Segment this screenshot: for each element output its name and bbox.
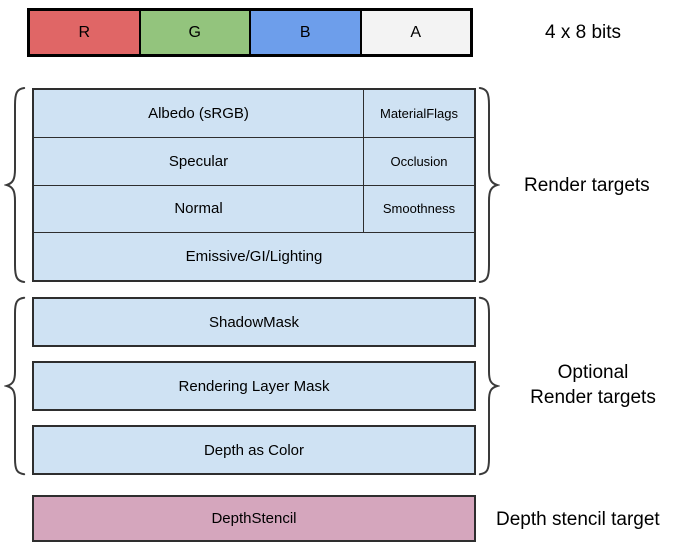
rgba-channel-bar: R G B A: [27, 8, 473, 57]
cell-occlusion: Occlusion: [364, 137, 474, 185]
render-targets-label: Render targets: [524, 175, 650, 196]
box-rendering-layer-mask: Rendering Layer Mask: [32, 361, 476, 411]
box-depthstencil: DepthStencil: [32, 495, 476, 542]
curly-brace-left-render-targets: [4, 85, 26, 285]
cell-smoothness: Smoothness: [364, 185, 474, 233]
cell-emissive: Emissive/GI/Lighting: [34, 233, 474, 280]
cell-albedo: Albedo (sRGB): [34, 90, 363, 137]
optional-label-line1: Optional: [557, 362, 629, 383]
box-shadowmask: ShadowMask: [32, 297, 476, 347]
cell-normal: Normal: [34, 185, 363, 233]
channel-cell-red: R: [30, 11, 141, 54]
channel-cell-green: G: [140, 11, 251, 54]
channel-cell-blue: B: [251, 11, 362, 54]
optional-label-line2: Render targets: [530, 387, 656, 408]
curly-brace-left-optional-targets: [4, 295, 26, 477]
box-depth-as-color: Depth as Color: [32, 425, 476, 475]
curly-brace-right-optional-targets: [478, 295, 500, 477]
cell-materialflags: MaterialFlags: [364, 90, 474, 137]
render-targets-table: Albedo (sRGB) MaterialFlags Specular Occ…: [32, 88, 476, 282]
depth-stencil-target-label: Depth stencil target: [496, 509, 660, 530]
curly-brace-right-render-targets: [478, 85, 500, 285]
optional-render-targets-label: Optional Render targets: [498, 360, 688, 410]
cell-specular: Specular: [34, 137, 363, 185]
channel-cell-alpha: A: [361, 11, 470, 54]
bits-label: 4 x 8 bits: [545, 22, 622, 43]
